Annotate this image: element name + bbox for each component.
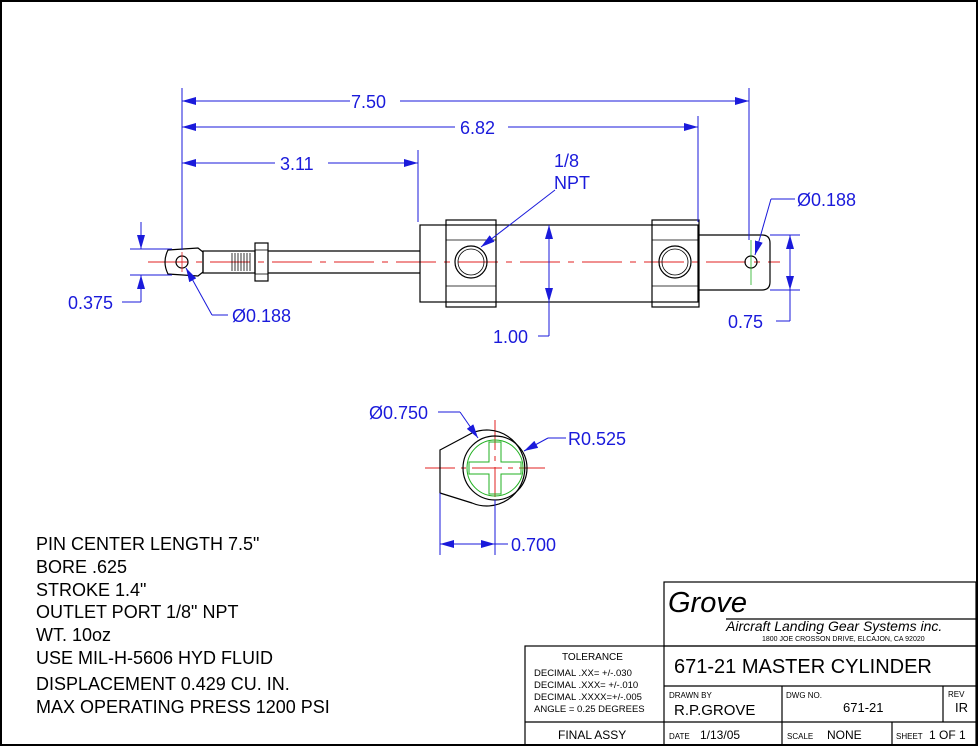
side-dimensions [122, 88, 800, 337]
note-line: MAX OPERATING PRESS 1200 PSI [36, 697, 330, 717]
company-address: 1800 JOE CROSSON DRIVE, ELCAJON, CA 9202… [762, 636, 925, 643]
dim-overall-length: 7.50 [351, 92, 386, 112]
spec-notes: PIN CENTER LENGTH 7.5" BORE .625 STROKE … [36, 534, 330, 717]
dim-port-size-1: 1/8 [554, 151, 579, 171]
rod-eye-outline [439, 429, 526, 507]
note-line: STROKE 1.4" [36, 580, 146, 600]
final-assy-label: FINAL ASSY [558, 728, 626, 742]
dim-eye-outer-diameter: Ø0.750 [369, 403, 428, 423]
dim-eye-width: 0.700 [511, 535, 556, 555]
dim-clevis-hole: Ø0.188 [797, 190, 856, 210]
rod-eye-end-view [425, 420, 545, 520]
scale-value: NONE [827, 728, 862, 742]
dim-eye-radius: R0.525 [568, 429, 626, 449]
note-line: DISPLACEMENT 0.429 CU. IN. [36, 674, 290, 694]
end-view-dimensions [438, 411, 566, 555]
note-line: OUTLET PORT 1/8" NPT [36, 602, 238, 622]
sheet-label: SHEET [896, 732, 923, 741]
note-line: PIN CENTER LENGTH 7.5" [36, 534, 259, 554]
dim-port-size-2: NPT [554, 173, 590, 193]
company-name: Aircraft Landing Gear Systems inc. [725, 618, 942, 634]
rev-label: REV [948, 690, 965, 699]
jam-nut [254, 242, 269, 282]
drawn-by-value: R.P.GROVE [674, 702, 755, 719]
mount-block [651, 219, 700, 308]
port-block [445, 219, 497, 308]
sheet-value: 1 OF 1 [929, 728, 966, 742]
cylinder-side-view [148, 219, 780, 308]
cylinder-body [419, 224, 699, 303]
dim-rod-end-hole: Ø0.188 [232, 306, 291, 326]
note-line: USE MIL-H-5606 HYD FLUID [36, 648, 273, 668]
inlet-port [658, 245, 692, 279]
dim-body-diameter: 1.00 [493, 327, 528, 347]
dim-rod-length: 3.11 [280, 154, 314, 174]
rod-eye-thread [466, 439, 524, 497]
date-label: DATE [669, 732, 690, 741]
dim-rod-end-height: 0.375 [68, 293, 113, 313]
title-block [524, 581, 977, 746]
tolerance-line: DECIMAL .XXXX=+/-.005 [534, 692, 642, 703]
dim-body-length: 6.82 [460, 118, 495, 138]
drawn-by-label: DRAWN BY [669, 691, 712, 700]
rev-value: IR [955, 700, 968, 715]
dwg-no-value: 671-21 [843, 700, 883, 715]
date-value: 1/13/05 [700, 728, 740, 742]
tolerance-line: DECIMAL .XXX= +/-.010 [534, 680, 638, 691]
outlet-port [454, 245, 488, 279]
note-line: WT. 10oz [36, 625, 111, 645]
dwg-no-label: DWG NO. [786, 691, 822, 700]
clevis [699, 234, 771, 291]
drawing-title: 671-21 MASTER CYLINDER [674, 656, 932, 678]
tolerance-header: TOLERANCE [562, 652, 623, 663]
dim-clevis-height: 0.75 [728, 312, 763, 332]
tolerance-line: ANGLE = 0.25 DEGREES [534, 704, 645, 715]
tolerance-line: DECIMAL .XX= +/-.030 [534, 668, 632, 679]
company-logo: Grove [668, 587, 747, 619]
scale-label: SCALE [787, 732, 813, 741]
note-line: BORE .625 [36, 557, 127, 577]
